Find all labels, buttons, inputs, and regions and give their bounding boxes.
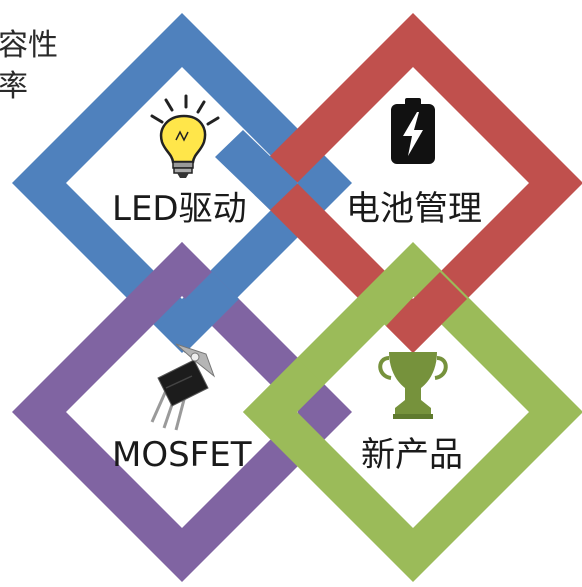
led-diamond-frame — [12, 13, 352, 353]
battery-management-label: 电池管理 — [346, 189, 482, 229]
led-over-mosfet-segment — [158, 272, 239, 353]
newproduct-diamond-frame — [243, 242, 582, 582]
newproduct-over-battery-segment — [359, 245, 439, 326]
corner-text-line-1: 容性 — [0, 28, 58, 63]
transistor-icon — [150, 343, 216, 431]
corner-text-line-2: 率 — [0, 68, 28, 104]
led-over-battery-segment — [215, 130, 298, 210]
battery-diamond-frame — [243, 13, 582, 353]
battery-charging-icon — [391, 98, 435, 164]
led-driver-label: LED驱动 — [112, 189, 247, 229]
battery-over-newproduct-segment — [386, 272, 467, 353]
mosfet-label: MOSFET — [112, 435, 252, 475]
newproduct-over-mosfet-segment — [243, 358, 324, 439]
new-product-label: 新产品 — [361, 435, 463, 475]
trophy-icon — [378, 352, 448, 419]
mosfet-over-led-segment — [129, 242, 206, 322]
corner-text: 容性 率 — [0, 26, 58, 107]
mosfet-diamond-frame — [12, 242, 352, 582]
light-bulb-icon — [150, 94, 220, 178]
